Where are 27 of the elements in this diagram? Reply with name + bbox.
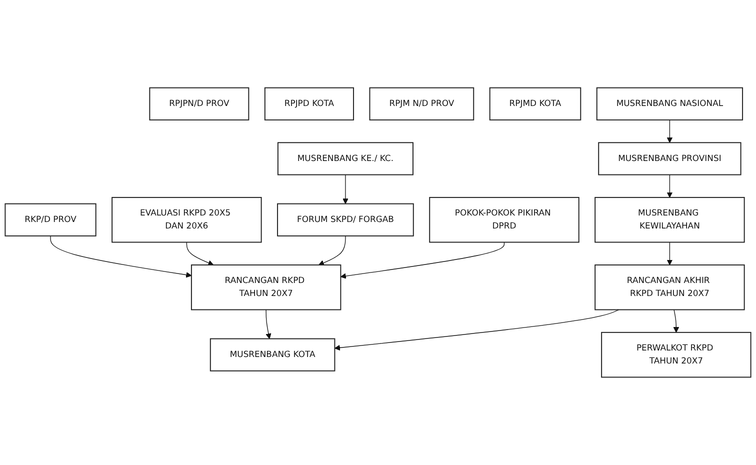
arrow: [666, 120, 673, 143]
node-box: MUSRENBANG KEWILAYAHAN: [594, 196, 745, 243]
arrow: [266, 309, 272, 340]
node-box: MUSRENBANG KOTA: [210, 338, 336, 372]
node-box: RPJMD KOTA: [489, 87, 582, 120]
arrow: [666, 174, 673, 198]
arrow: [340, 242, 505, 279]
node-box: PERWALKOT RKPD TAHUN 20X7: [601, 332, 752, 378]
node-box: RKP/D PROV: [4, 203, 96, 236]
node-box: RPJPD KOTA: [264, 87, 354, 120]
arrow: [318, 236, 346, 266]
node-box: EVALUASI RKPD 20X5 DAN 20X6: [112, 196, 262, 243]
node-box: RPJPN/D PROV: [149, 87, 250, 120]
node-box: FORUM SKPD/ FORGAB: [277, 203, 414, 236]
arrow: [673, 309, 680, 333]
node-box: MUSRENBANG KE./ KC.: [277, 142, 414, 176]
arrow: [342, 174, 348, 204]
node-box: RANCANGAN AKHIR RKPD TAHUN 20X7: [594, 264, 745, 310]
node-box: POKOK-POKOK PIKIRAN DPRD: [429, 196, 580, 243]
arrow: [334, 309, 620, 351]
arrow: [186, 242, 214, 266]
node-box: MUSRENBANG PROVINSI: [598, 142, 742, 176]
arrow: [50, 236, 192, 278]
node-box: RPJM N/D PROV: [369, 87, 474, 120]
node-box: RANCANGAN RKPD TAHUN 20X7: [190, 264, 342, 310]
arrow: [666, 242, 673, 266]
node-box: MUSRENBANG NASIONAL: [596, 87, 744, 120]
